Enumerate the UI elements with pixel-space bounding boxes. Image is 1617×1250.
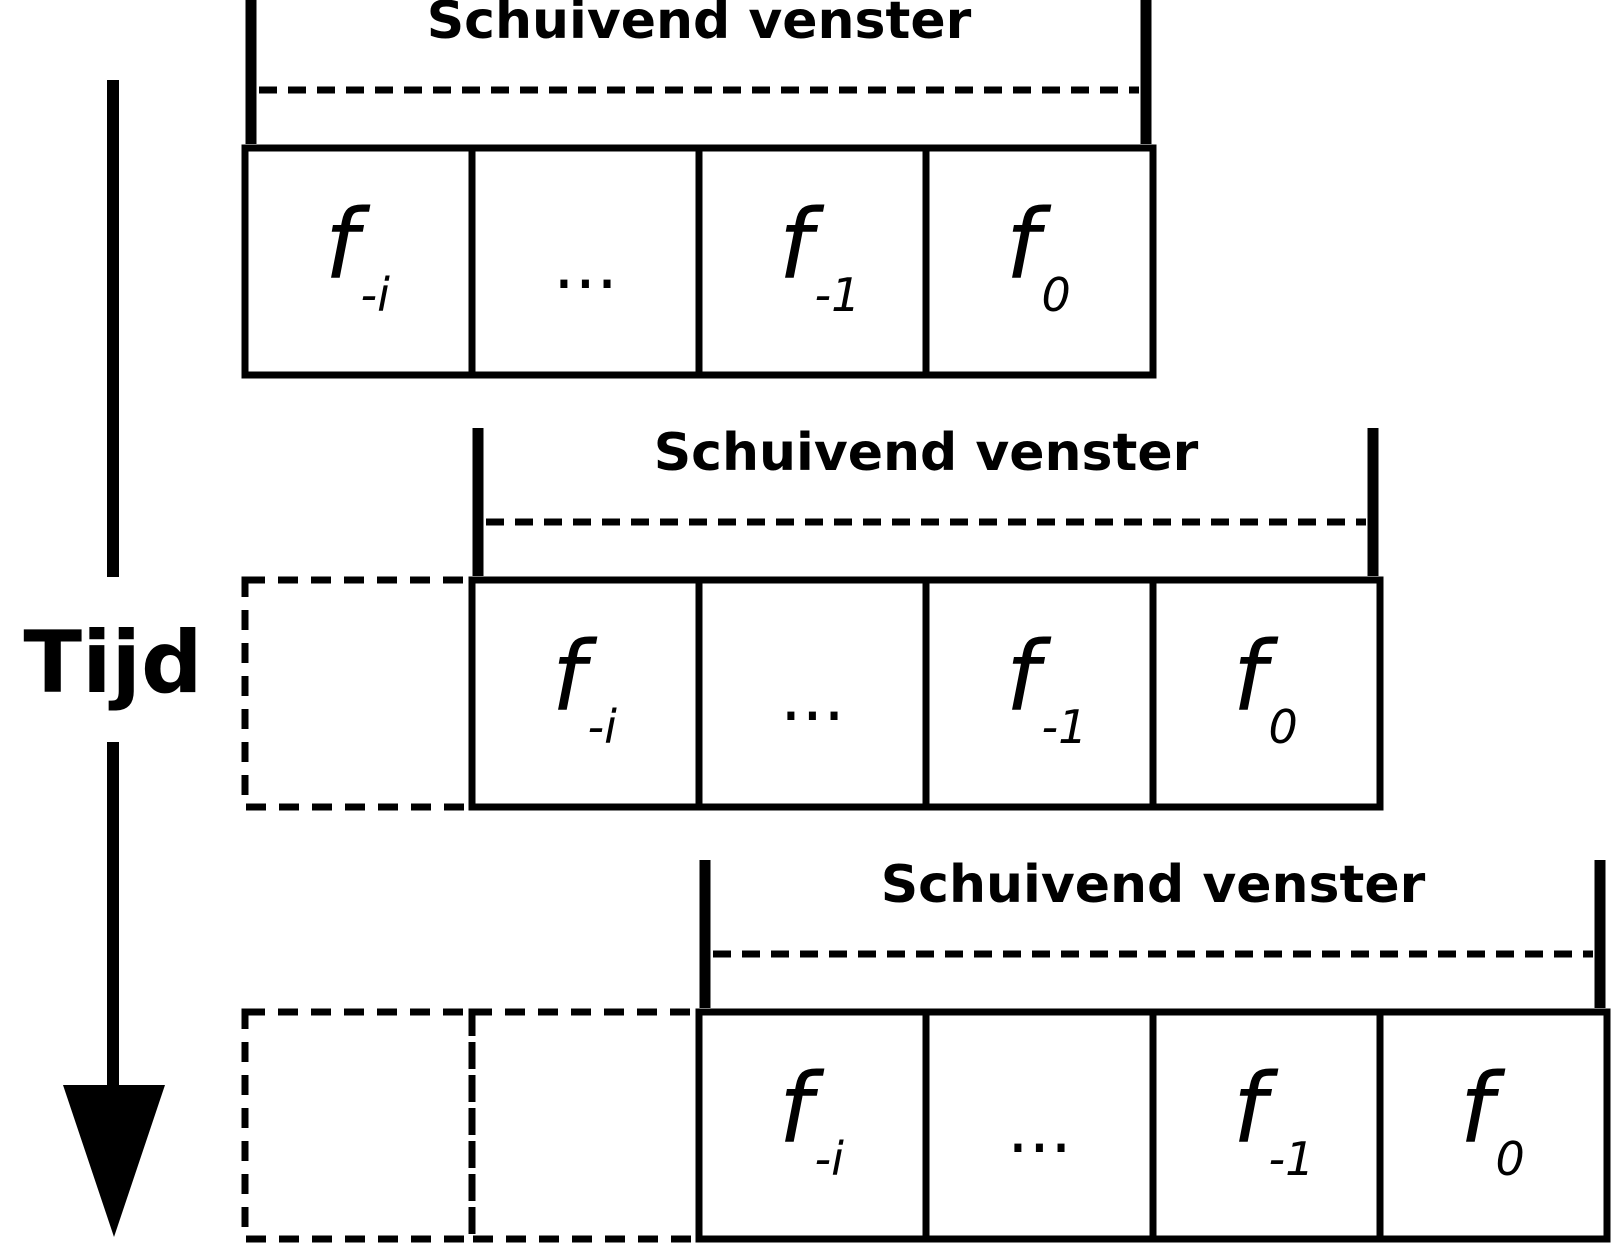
time-axis-label: Tijd: [23, 613, 202, 713]
frame-subscript: 0: [1496, 1132, 1525, 1186]
window-title: Schuivend venster: [427, 0, 972, 51]
window-title: Schuivend venster: [654, 423, 1199, 483]
ellipsis-label: ...: [1007, 1090, 1072, 1169]
frame-subscript: -i: [588, 700, 618, 754]
window-title: Schuivend venster: [881, 855, 1426, 915]
time-axis: Tijd: [23, 80, 203, 1237]
frame-subscript: -1: [815, 268, 861, 322]
frame-subscript: -i: [361, 268, 391, 322]
time-axis-arrowhead: [63, 1085, 165, 1237]
frame-subscript: -i: [815, 1132, 845, 1186]
frame-subscript: 0: [1042, 268, 1071, 322]
frame-subscript: 0: [1269, 700, 1298, 754]
dropped-frame-cell: [241, 1008, 476, 1243]
frame-subscript: -1: [1269, 1132, 1315, 1186]
dropped-frame-cell: [241, 576, 476, 811]
ellipsis-label: ...: [553, 226, 618, 305]
dropped-frame-cell: [468, 1008, 703, 1243]
ellipsis-label: ...: [780, 658, 845, 737]
frame-subscript: -1: [1042, 700, 1088, 754]
